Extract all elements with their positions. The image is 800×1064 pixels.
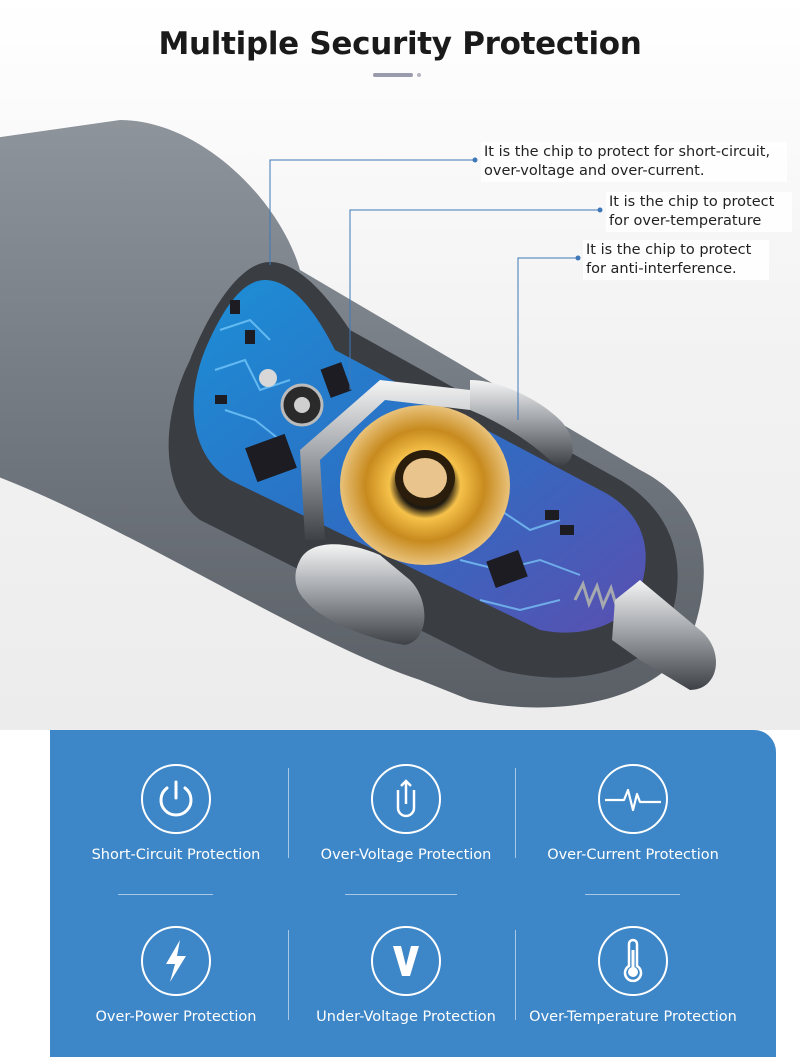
- feature-over-power: Over-Power Protection: [63, 926, 289, 1025]
- divider: [515, 930, 516, 1020]
- feature-label: Over-Temperature Protection: [529, 1009, 737, 1025]
- feature-short-circuit: Short-Circuit Protection: [63, 764, 289, 863]
- callout-protection-chip: It is the chip to protect for short-circ…: [481, 142, 787, 182]
- callout-line-1: It is the chip to protect for short-circ…: [484, 144, 771, 160]
- voltage-up-icon: [396, 779, 416, 818]
- feature-label: Over-Current Protection: [547, 847, 719, 863]
- callout-line-2: for over-temperature: [609, 213, 762, 229]
- callout-interference-chip: It is the chip to protect for anti-inter…: [583, 240, 769, 280]
- divider: [288, 930, 289, 1020]
- title-dot: [417, 73, 421, 77]
- feature-icon-circle: [141, 764, 211, 834]
- callout-temperature-chip: It is the chip to protect for over-tempe…: [606, 192, 792, 232]
- feature-icon-circle: [371, 926, 441, 996]
- lightning-icon: [166, 940, 186, 982]
- pulse-icon: [605, 788, 661, 812]
- divider: [288, 768, 289, 858]
- feature-icon-circle: [598, 926, 668, 996]
- title-underline: [373, 73, 413, 77]
- protection-features-panel: Short-Circuit Protection Over-Voltage Pr…: [50, 730, 776, 1057]
- feature-label: Under-Voltage Protection: [316, 1009, 496, 1025]
- callout-line-1: It is the chip to protect: [609, 194, 775, 210]
- feature-under-voltage: Under-Voltage Protection: [293, 926, 519, 1025]
- car-charger-illustration: [0, 120, 717, 708]
- divider: [585, 894, 680, 895]
- v-letter-icon: [393, 946, 419, 976]
- feature-icon-circle: [598, 764, 668, 834]
- feature-label: Over-Voltage Protection: [320, 847, 492, 863]
- feature-over-temperature: Over-Temperature Protection: [520, 926, 746, 1025]
- feature-icon-circle: [141, 926, 211, 996]
- feature-over-current: Over-Current Protection: [520, 764, 746, 863]
- page-title: Multiple Security Protection: [158, 26, 642, 62]
- divider: [515, 768, 516, 858]
- thermometer-icon: [623, 938, 643, 983]
- feature-label: Short-Circuit Protection: [91, 847, 261, 863]
- feature-label: Over-Power Protection: [95, 1009, 257, 1025]
- divider: [118, 894, 213, 895]
- callout-line-1: It is the chip to protect: [586, 242, 752, 258]
- power-icon: [159, 780, 193, 817]
- callout-line-2: over-voltage and over-current.: [484, 163, 705, 179]
- divider: [345, 894, 457, 895]
- feature-icon-circle: [371, 764, 441, 834]
- callout-line-2: for anti-interference.: [586, 261, 737, 277]
- feature-over-voltage: Over-Voltage Protection: [293, 764, 519, 863]
